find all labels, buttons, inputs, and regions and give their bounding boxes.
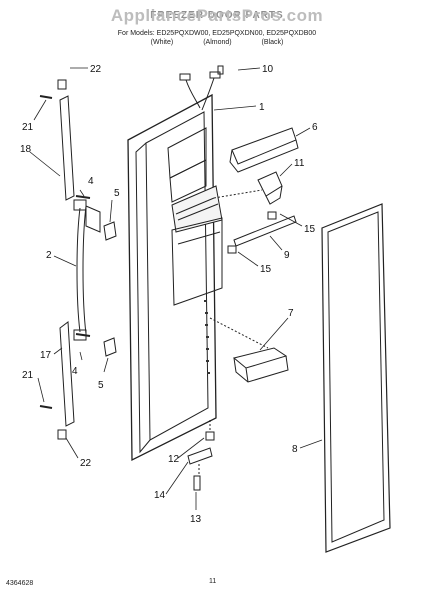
callout-22b: 22 xyxy=(80,458,92,469)
screw-10 xyxy=(217,65,224,75)
callout-12: 12 xyxy=(168,454,180,465)
color-white: (White) xyxy=(150,39,174,46)
wire-harness xyxy=(179,71,221,111)
door-bin-7 xyxy=(232,347,289,383)
hinge-bushing-12 xyxy=(205,431,215,441)
callout-9: 9 xyxy=(284,250,290,261)
callout-18: 18 xyxy=(20,144,32,155)
shelf-support-holes xyxy=(204,300,210,374)
watermark: AppliancePartsPros.com xyxy=(110,6,324,25)
callout-6: 6 xyxy=(312,122,318,133)
callout-17: 17 xyxy=(40,350,52,361)
callout-21a: 21 xyxy=(22,122,34,133)
handle-trim-18 xyxy=(59,95,75,201)
diagram-title: FREEZER DOOR PARTS xyxy=(150,10,284,21)
door-gasket-8 xyxy=(321,203,391,553)
trim-cap-15 xyxy=(227,211,277,254)
trim-strip-9 xyxy=(233,215,297,247)
hinge-pin-13 xyxy=(193,475,201,491)
freezer-door-outer-panel xyxy=(127,93,217,462)
callout-13: 13 xyxy=(190,514,202,525)
screw-4-bottom xyxy=(75,333,91,337)
callout-10: 10 xyxy=(262,64,274,75)
callout-21b: 21 xyxy=(22,370,34,381)
callout-8: 8 xyxy=(292,444,298,455)
ice-chute-11 xyxy=(257,171,283,205)
callout-4a: 4 xyxy=(88,176,94,187)
clip-5-bottom xyxy=(103,337,117,357)
dispenser-housing xyxy=(167,127,223,306)
callout-11: 11 xyxy=(294,158,305,169)
callout-5b: 5 xyxy=(98,380,104,391)
callout-15b: 15 xyxy=(260,264,272,275)
screw-21-top xyxy=(39,95,53,99)
callout-15a: 15 xyxy=(304,224,316,235)
screw-21-bottom xyxy=(39,405,53,409)
document-number: 4364628 xyxy=(6,580,34,587)
end-cap-22-top xyxy=(57,79,67,90)
page-number: 11 xyxy=(209,578,217,585)
callout-14: 14 xyxy=(154,490,166,501)
screw-4-top xyxy=(75,195,91,199)
color-black: (Black) xyxy=(261,39,284,46)
callout-22a: 22 xyxy=(90,64,102,75)
model-numbers: For Models: ED25PQXDW00, ED25PQXDN00, ED… xyxy=(117,30,317,37)
callout-1: 1 xyxy=(259,102,265,113)
hinge-part-14 xyxy=(187,447,213,465)
door-handle-2 xyxy=(73,199,101,341)
clip-5-top xyxy=(103,221,117,241)
color-almond: (Almond) xyxy=(203,39,232,46)
callout-7: 7 xyxy=(288,308,294,319)
callout-5a: 5 xyxy=(114,188,120,199)
door-bin-6 xyxy=(229,127,299,173)
callout-4b: 4 xyxy=(72,366,78,377)
handle-trim-17 xyxy=(59,321,75,427)
end-cap-22-bottom xyxy=(57,429,67,440)
callout-2: 2 xyxy=(46,250,52,261)
model-colors: (White) (Almond) (Black) xyxy=(0,39,434,46)
